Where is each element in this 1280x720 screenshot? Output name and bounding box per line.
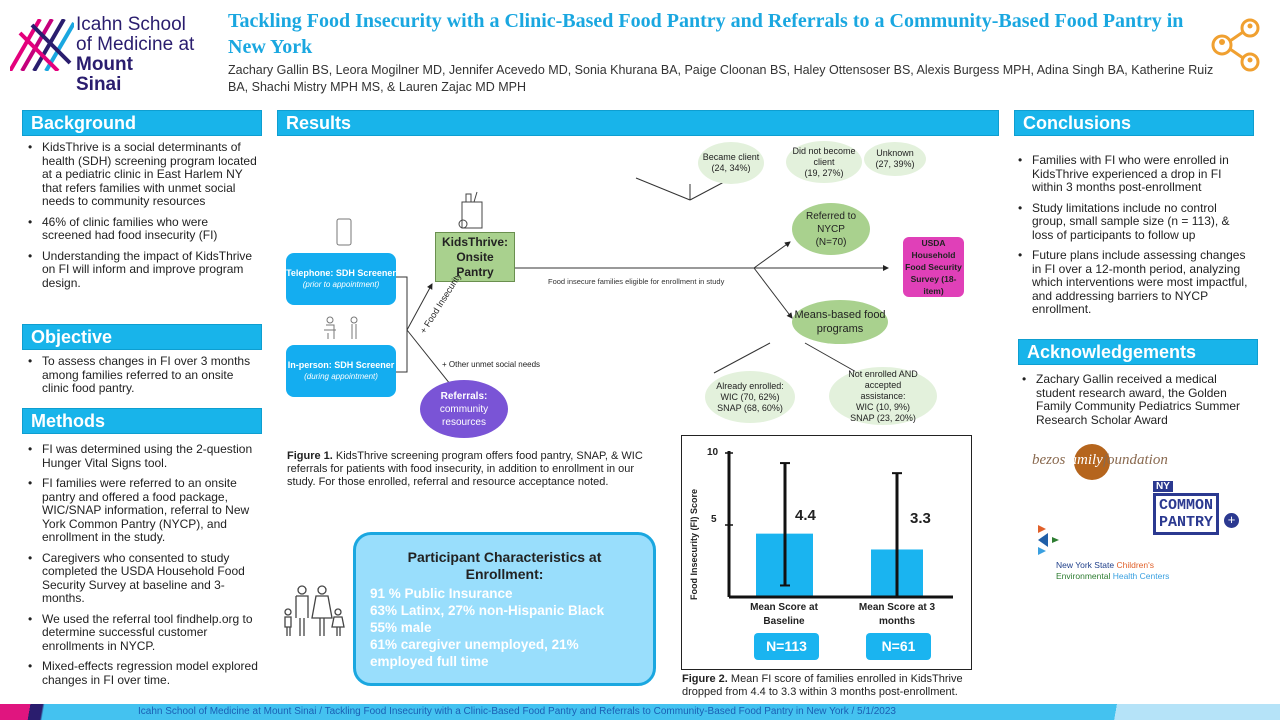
- list-item: Understanding the impact of KidsThrive o…: [20, 249, 260, 291]
- list-item: To assess changes in FI over 3 months am…: [20, 354, 260, 396]
- caption-label: Figure 2.: [682, 673, 728, 685]
- node-sublabel: (24, 34%): [711, 163, 751, 173]
- caption-label: Figure 1.: [287, 450, 333, 462]
- acknowledgements-list: Zachary Gallin received a medical studen…: [1014, 372, 1254, 434]
- node-label: Unknown: [876, 148, 914, 158]
- ytick-label: 5: [711, 514, 717, 525]
- eligible-label: Food insecure families eligible for enro…: [548, 277, 725, 286]
- unknown-outcome: Unknown(27, 39%): [864, 142, 926, 176]
- list-item: Future plans include assessing changes i…: [1010, 248, 1250, 317]
- node-label: Not enrolled AND accepted assistance:: [848, 368, 918, 401]
- n-badge: N=61: [866, 633, 931, 660]
- share-network-icon: [1211, 18, 1260, 72]
- participant-characteristics-box: Participant Characteristics at Enrollmen…: [353, 532, 656, 686]
- became-client: Became client(24, 34%): [698, 142, 764, 184]
- caption-text: Mean FI score of families enrolled in Ki…: [682, 673, 963, 698]
- participants-heading: Participant Characteristics at Enrollmen…: [407, 549, 602, 582]
- figure2-chart-frame: [681, 435, 972, 670]
- node-sublabel: WIC (10, 9%): [855, 401, 910, 412]
- node-sublabel: SNAP (23, 20%): [850, 412, 916, 423]
- list-item: We used the referral tool findhelp.org t…: [20, 612, 260, 654]
- node-sublabel: (N=70): [815, 236, 847, 248]
- conclusions-heading: Conclusions: [1014, 110, 1254, 136]
- background-heading: Background: [22, 110, 262, 136]
- list-item: Families with FI who were enrolled in Ki…: [1010, 153, 1250, 195]
- node-label: In-person: SDH Screener: [287, 360, 395, 370]
- participant-stat: 61% caregiver unemployed, 21% employed f…: [370, 637, 579, 669]
- figure2-caption: Figure 2. Mean FI score of families enro…: [682, 673, 1006, 699]
- objective-list: To assess changes in FI over 3 months am…: [20, 354, 260, 403]
- grocery-bag-icon: [458, 191, 483, 229]
- list-item: Mixed-effects regression model explored …: [20, 659, 260, 687]
- participant-stat: 91 % Public Insurance: [370, 586, 513, 601]
- footer-bar: Icahn School of Medicine at Mount Sinai …: [0, 704, 1280, 720]
- logo-mark-icon: [10, 19, 74, 71]
- results-heading: Results: [277, 110, 999, 136]
- referrals-node: Referrals: community resources: [420, 380, 508, 438]
- other-needs-label: + Other unmet social needs: [442, 360, 541, 369]
- ytick-label: 10: [707, 447, 719, 458]
- did-not-become-client: Did not become client(19, 27%): [786, 141, 862, 183]
- methods-heading: Methods: [22, 408, 262, 434]
- n-badge: N=113: [754, 633, 819, 660]
- usda-survey-node: USDA Household Food Security Survey (18-…: [903, 237, 964, 297]
- node-label: Telephone: SDH Screener: [286, 268, 396, 278]
- list-item: Study limitations include no control gro…: [1010, 201, 1250, 243]
- inperson-screener: In-person: SDH Screener (during appointm…: [286, 345, 396, 397]
- node-label: USDA Household Food Security Survey (18-…: [905, 238, 962, 296]
- cehc-triangles-icon: [1038, 525, 1059, 555]
- methods-list: FI was determined using the 2-question H…: [20, 442, 260, 694]
- node-sublabel: (during appointment): [304, 372, 378, 381]
- phone-icon: [336, 218, 352, 246]
- node-sublabel: (19, 27%): [804, 167, 844, 178]
- node-sublabel: SNAP (68, 60%): [717, 402, 783, 413]
- not-enrolled-accepted: Not enrolled AND accepted assistance:WIC…: [829, 367, 937, 425]
- kidsthrive-pantry: KidsThrive: Onsite Pantry: [435, 232, 515, 282]
- y-axis-label: Food Insecurity (FI) Score: [689, 488, 699, 600]
- node-sublabel: WIC (70, 62%): [720, 391, 780, 402]
- objective-heading: Objective: [22, 324, 262, 350]
- background-list: KidsThrive is a social determinants of h…: [20, 140, 260, 297]
- figure1-caption: Figure 1. KidsThrive screening program o…: [287, 450, 662, 489]
- poster-title: Tackling Food Insecurity with a Clinic-B…: [228, 10, 1184, 58]
- conclusions-list: Families with FI who were enrolled in Ki…: [1010, 153, 1250, 324]
- caption-text: KidsThrive screening program offers food…: [287, 450, 643, 488]
- node-label: Referrals:: [440, 390, 488, 402]
- participant-stat: 55% male: [370, 620, 432, 635]
- node-sublabel: (prior to appointment): [302, 280, 380, 289]
- value-label: 3.3: [910, 510, 931, 527]
- telephone-screener: Telephone: SDH Screener (prior to appoin…: [286, 253, 396, 305]
- bezos-family-foundation-logo: bezosfamilyfoundation: [1032, 444, 1168, 480]
- referred-nycp: Referred to NYCP(N=70): [792, 203, 870, 255]
- category-label: Mean Score at 3 months: [858, 602, 936, 627]
- list-item: Zachary Gallin received a medical studen…: [1014, 372, 1254, 427]
- acknowledgements-heading: Acknowledgements: [1018, 339, 1258, 365]
- node-label: Referred to NYCP: [805, 210, 857, 235]
- node-label: Did not become client: [792, 145, 856, 167]
- list-item: KidsThrive is a social determinants of h…: [20, 140, 260, 209]
- means-based-programs: Means-based food programs: [792, 300, 888, 344]
- footer-text: Icahn School of Medicine at Mount Sinai …: [138, 706, 896, 717]
- list-item: 46% of clinic families who were screened…: [20, 215, 260, 243]
- node-label: Became client: [702, 152, 760, 162]
- node-label: Already enrolled:: [716, 380, 784, 391]
- already-enrolled: Already enrolled:WIC (70, 62%)SNAP (68, …: [705, 371, 795, 423]
- people-icon: [324, 316, 358, 339]
- category-label: Mean Score at Baseline: [750, 602, 818, 627]
- list-item: FI was determined using the 2-question H…: [20, 442, 260, 470]
- participant-stat: 63% Latinx, 27% non-Hispanic Black: [370, 603, 605, 618]
- node-sublabel: community resources: [439, 403, 489, 428]
- value-label: 4.4: [795, 507, 816, 524]
- list-item: Caregivers who consented to study comple…: [20, 551, 260, 606]
- list-item: FI families were referred to an onsite p…: [20, 476, 260, 545]
- authors: Zachary Gallin BS, Leora Mogilner MD, Je…: [228, 63, 1214, 94]
- family-icon: [284, 585, 345, 636]
- node-sublabel: (27, 39%): [875, 159, 915, 169]
